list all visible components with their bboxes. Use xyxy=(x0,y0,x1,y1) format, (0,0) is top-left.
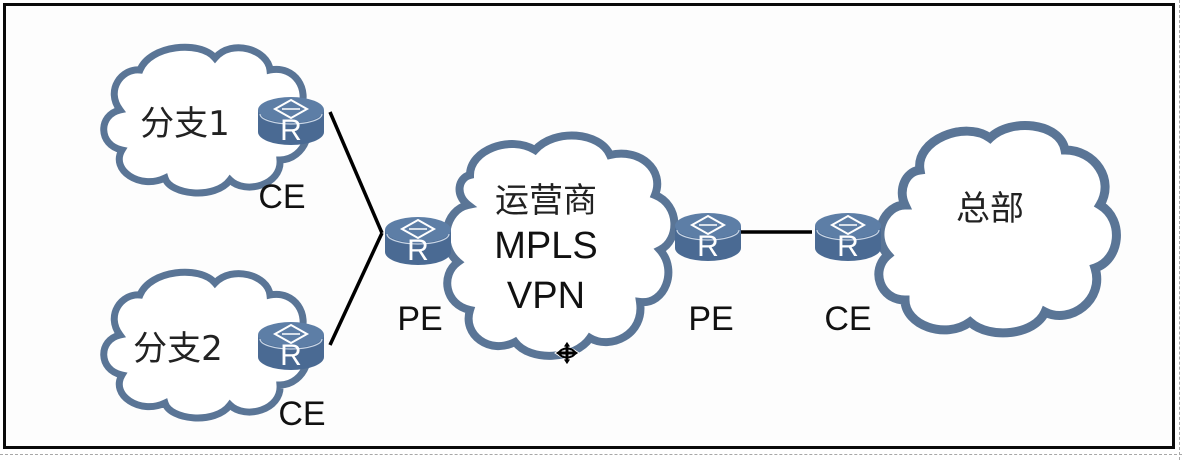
cloud-carrier-mpls-vpn: 运营商 MPLS VPN xyxy=(442,131,679,360)
router-ce-hq[interactable]: R xyxy=(814,212,882,263)
cloud-label-mpls: MPLS xyxy=(494,225,597,267)
router-glyph: R xyxy=(280,339,302,372)
selection-border-right xyxy=(1179,0,1180,460)
cloud-branch2: 分支2 xyxy=(100,268,312,422)
link-ce-branch1-pe-left xyxy=(328,111,384,234)
move-cursor-icon xyxy=(554,340,580,366)
cloud-hq: 总部 xyxy=(874,121,1121,338)
router-glyph: R xyxy=(837,230,859,263)
cloud-branch1: 分支1 xyxy=(100,43,312,197)
router-label-ce-branch1: CE xyxy=(258,178,305,216)
router-glyph: R xyxy=(280,114,302,147)
router-pe-right[interactable]: R xyxy=(674,212,742,263)
router-glyph: R xyxy=(697,230,719,263)
router-ce-branch2[interactable]: R xyxy=(257,321,325,372)
cloud-label-carrier: 运营商 xyxy=(495,181,597,221)
cloud-label-branch1: 分支1 xyxy=(140,104,230,144)
cloud-label-vpn: VPN xyxy=(507,275,585,317)
router-label-ce-hq: CE xyxy=(824,300,871,338)
router-label-pe-left: PE xyxy=(397,300,442,338)
router-label-ce-branch2: CE xyxy=(278,395,325,433)
router-glyph: R xyxy=(407,234,429,267)
router-ce-branch1[interactable]: R xyxy=(257,96,325,147)
cloud-label-hq: 总部 xyxy=(956,189,1024,229)
link-ce-branch2-pe-left xyxy=(328,232,384,346)
cloud-label-branch2: 分支2 xyxy=(133,329,223,369)
selection-border-bottom xyxy=(0,454,1182,455)
router-pe-left[interactable]: R xyxy=(384,216,452,267)
router-label-pe-right: PE xyxy=(688,300,733,338)
